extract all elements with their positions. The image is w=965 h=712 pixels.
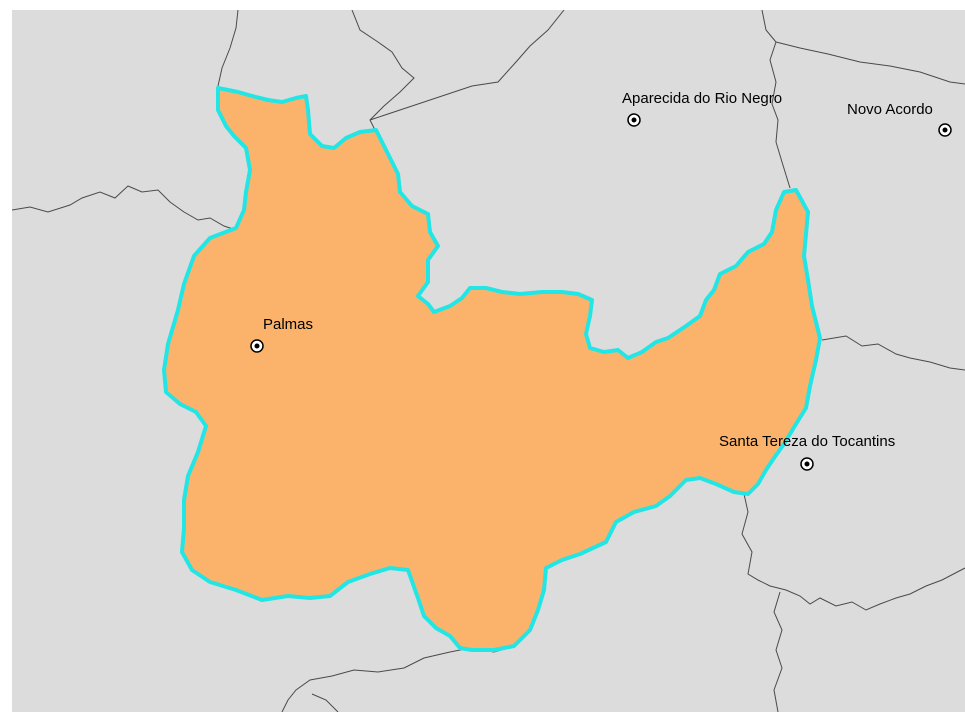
boundary-line: [775, 41, 965, 85]
municipal-boundaries: [12, 10, 965, 712]
map-canvas[interactable]: Palmas Aparecida do Rio Negro Novo Acord…: [12, 10, 965, 712]
boundary-line: [741, 493, 965, 611]
boundary-line: [773, 591, 783, 712]
city-dot-inner: [254, 343, 260, 349]
boundary-line: [12, 185, 237, 231]
boundary-line: [821, 335, 965, 371]
city-label: Palmas: [263, 316, 313, 333]
city-label: Santa Tereza do Tocantins: [719, 433, 895, 450]
city-marker-novo-acordo[interactable]: Novo Acordo: [847, 101, 952, 137]
city-dot-inner: [942, 127, 948, 133]
map-frame: Palmas Aparecida do Rio Negro Novo Acord…: [12, 10, 965, 712]
city-marker-aparecida[interactable]: Aparecida do Rio Negro: [622, 90, 782, 127]
selected-region[interactable]: [162, 86, 822, 652]
boundary-line: [351, 10, 415, 133]
city-marker-palmas[interactable]: Palmas: [250, 316, 313, 353]
city-label: Aparecida do Rio Negro: [622, 90, 782, 107]
city-dot-inner: [804, 461, 810, 467]
boundary-line: [761, 10, 791, 189]
boundary-line: [217, 10, 239, 87]
city-dot-inner: [631, 117, 637, 123]
boundary-line: [311, 693, 339, 712]
city-label: Novo Acordo: [847, 101, 933, 118]
boundary-line: [369, 10, 565, 121]
city-marker-santa-tereza[interactable]: Santa Tereza do Tocantins: [719, 433, 895, 471]
city-markers: Palmas Aparecida do Rio Negro Novo Acord…: [250, 90, 952, 471]
